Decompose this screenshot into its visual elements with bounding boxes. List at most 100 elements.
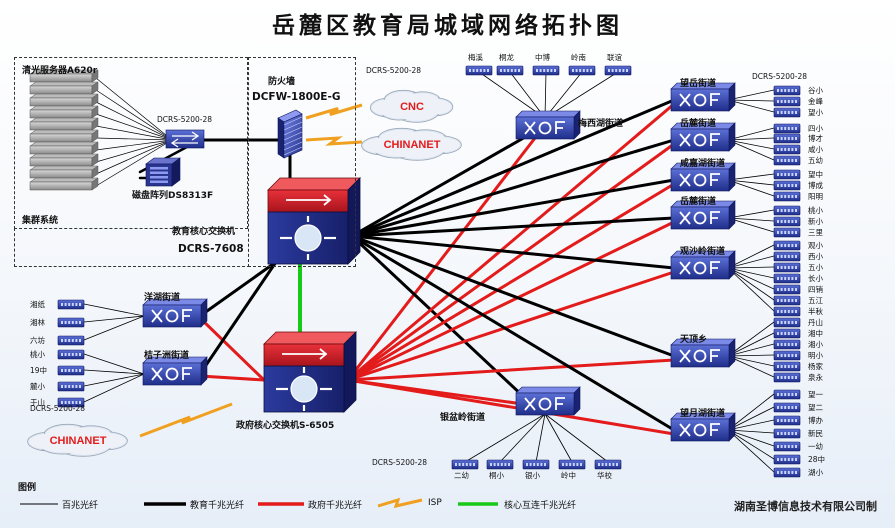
gov-to-right-hub-6 <box>346 378 676 436</box>
cloud-cnc-text: CNC <box>400 101 424 113</box>
right-leaf-label-4-3: 长小 <box>808 274 823 283</box>
bottom-leaf-label-1: 桐小 <box>489 471 504 480</box>
edu-to-right-hub-6 <box>350 234 676 432</box>
right-leaf-switch-4-2 <box>773 262 801 273</box>
top-leaf-label-3: 岭南 <box>571 53 586 62</box>
bottom-leaf-switch-0 <box>451 459 479 470</box>
left-leaf-label-0-0: 湘纸 <box>30 300 45 309</box>
isp-bolt-chinanet-bottom <box>139 402 233 438</box>
bottom-hub-label: 银盆岭街道 <box>440 413 486 423</box>
right-leaf-switch-0-2 <box>773 107 801 118</box>
right-leaf-label-4-5: 五江 <box>808 296 823 305</box>
right-leaf-switch-4-5 <box>773 295 801 306</box>
right-leaf-label-5-2: 湘小 <box>808 340 823 349</box>
top-leaf-switch-1 <box>496 65 524 76</box>
server-unit-2 <box>29 93 99 107</box>
server-unit-6 <box>29 141 99 155</box>
top-leaf-link-2 <box>544 71 547 119</box>
edu-to-right-hub-4 <box>350 234 676 270</box>
firewall-model-label: DCFW-1800E-G <box>252 91 341 103</box>
right-leaf-label-2-0: 望中 <box>808 170 823 179</box>
bottom-leaf-switch-3 <box>558 459 586 470</box>
gov-to-right-hub-2 <box>346 182 676 382</box>
top-leaf-switch-2 <box>532 65 560 76</box>
right-leaf-label-5-1: 湘中 <box>808 329 823 338</box>
gov-core-switch <box>263 331 357 413</box>
edu-core-model-label: DCRS-7608 <box>178 243 244 255</box>
right-leaf-switch-3-1 <box>773 216 801 227</box>
right-leaf-link-4-6 <box>727 267 775 312</box>
right-leaf-switch-3-0 <box>773 205 801 216</box>
right-hub-switch-2 <box>670 162 736 192</box>
server-link-8 <box>95 139 173 175</box>
right-leaf-label-1-2: 咸小 <box>808 145 823 154</box>
right-leaf-label-6-5: 28中 <box>808 455 826 464</box>
server-link-3 <box>95 113 173 141</box>
edu-core-switch <box>267 177 361 265</box>
right-leaf-label-5-0: 丹山 <box>808 318 823 327</box>
right-leaf-label-2-2: 阳明 <box>808 192 823 201</box>
storage-label: 磁盘阵列DS8313F <box>132 191 214 201</box>
right-hub-label-3: 岳麓街道 <box>680 197 717 207</box>
right-leaf-switch-6-2 <box>773 415 801 426</box>
right-leaf-label-3-2: 三里 <box>808 228 823 237</box>
right-leaf-link-5-4 <box>727 355 775 367</box>
right-leaf-switch-6-3 <box>773 428 801 439</box>
cloud-chinanet-bottom-text: CHINANET <box>50 435 107 447</box>
right-leaf-link-6-3 <box>727 429 775 434</box>
left-leaf-switch-1-2 <box>57 381 85 392</box>
bottom-leaf-label-4: 华校 <box>597 471 612 480</box>
right-leaf-link-2-2 <box>727 179 775 197</box>
right-leaf-label-6-2: 博办 <box>808 416 823 425</box>
right-leaf-switch-1-0 <box>773 123 801 134</box>
left-leaf-link-0-2 <box>83 315 145 341</box>
legend-item-100m: 百兆光纤 <box>62 501 99 511</box>
server-link-2 <box>95 101 173 141</box>
right-leaf-link-6-1 <box>727 406 775 431</box>
bottom-leaf-link-3 <box>544 413 573 463</box>
edu-to-right-hub-2 <box>350 178 676 238</box>
right-hub-switch-4 <box>670 250 736 280</box>
right-leaf-switch-6-1 <box>773 402 801 413</box>
right-leaf-link-3-2 <box>727 217 775 233</box>
isp-bolt-chinanet <box>305 136 363 146</box>
right-leaf-switch-0-1 <box>773 96 801 107</box>
right-leaf-label-6-1: 望二 <box>808 403 823 412</box>
footer-credit: 湖南圣博信息技术有限公司制 <box>734 500 877 513</box>
left-leaf-link-1-3 <box>83 373 145 403</box>
right-leaf-switch-3-2 <box>773 227 801 238</box>
top-leaf-link-1 <box>509 71 546 119</box>
right-leaf-label-6-4: 一幼 <box>808 442 823 451</box>
left-hub-label-1: 桔子洲街道 <box>144 351 190 361</box>
right-leaf-link-6-6 <box>727 429 775 473</box>
left-leaf-label-1-1: 19中 <box>30 366 48 375</box>
right-leaf-switch-6-5 <box>773 454 801 465</box>
right-leaf-switch-6-0 <box>773 389 801 400</box>
right-leaf-label-5-4: 杨家 <box>808 362 823 371</box>
top-leaf-label-1: 桐龙 <box>499 53 514 62</box>
bottom-leaf-switch-4 <box>594 459 622 470</box>
right-leaf-switch-5-0 <box>773 317 801 328</box>
right-leaf-link-3-0 <box>727 209 775 219</box>
top-hub-label: 梅西湖街道 <box>578 119 624 129</box>
bottom-leaf-link-1 <box>499 413 546 463</box>
right-leaf-label-0-2: 望小 <box>808 108 823 117</box>
left-leaf-label-1-0: 桃小 <box>30 350 45 359</box>
top-leaf-link-0 <box>478 71 546 119</box>
edu-to-right-hub-3 <box>350 216 676 238</box>
page-title: 岳麓区教育局城域网络拓扑图 <box>272 12 623 39</box>
cluster-label: 集群系统 <box>22 216 59 226</box>
top-leaf-switch-0 <box>465 65 493 76</box>
right-leaf-link-0-2 <box>727 99 775 113</box>
right-leaf-link-4-2 <box>727 266 775 269</box>
server-unit-9 <box>29 177 99 191</box>
gov-to-right-hub-0 <box>346 102 676 382</box>
top-leaf-label-2: 中博 <box>535 53 550 62</box>
right-leaf-link-1-1 <box>727 137 775 141</box>
right-leaf-label-4-0: 观小 <box>808 241 823 250</box>
right-hub-switch-3 <box>670 200 736 230</box>
right-leaf-label-1-1: 博才 <box>808 134 823 143</box>
server-link-4 <box>95 125 173 141</box>
gov-to-left-hub-0 <box>198 316 266 382</box>
top-leaf-label-4: 联谊 <box>607 53 622 62</box>
